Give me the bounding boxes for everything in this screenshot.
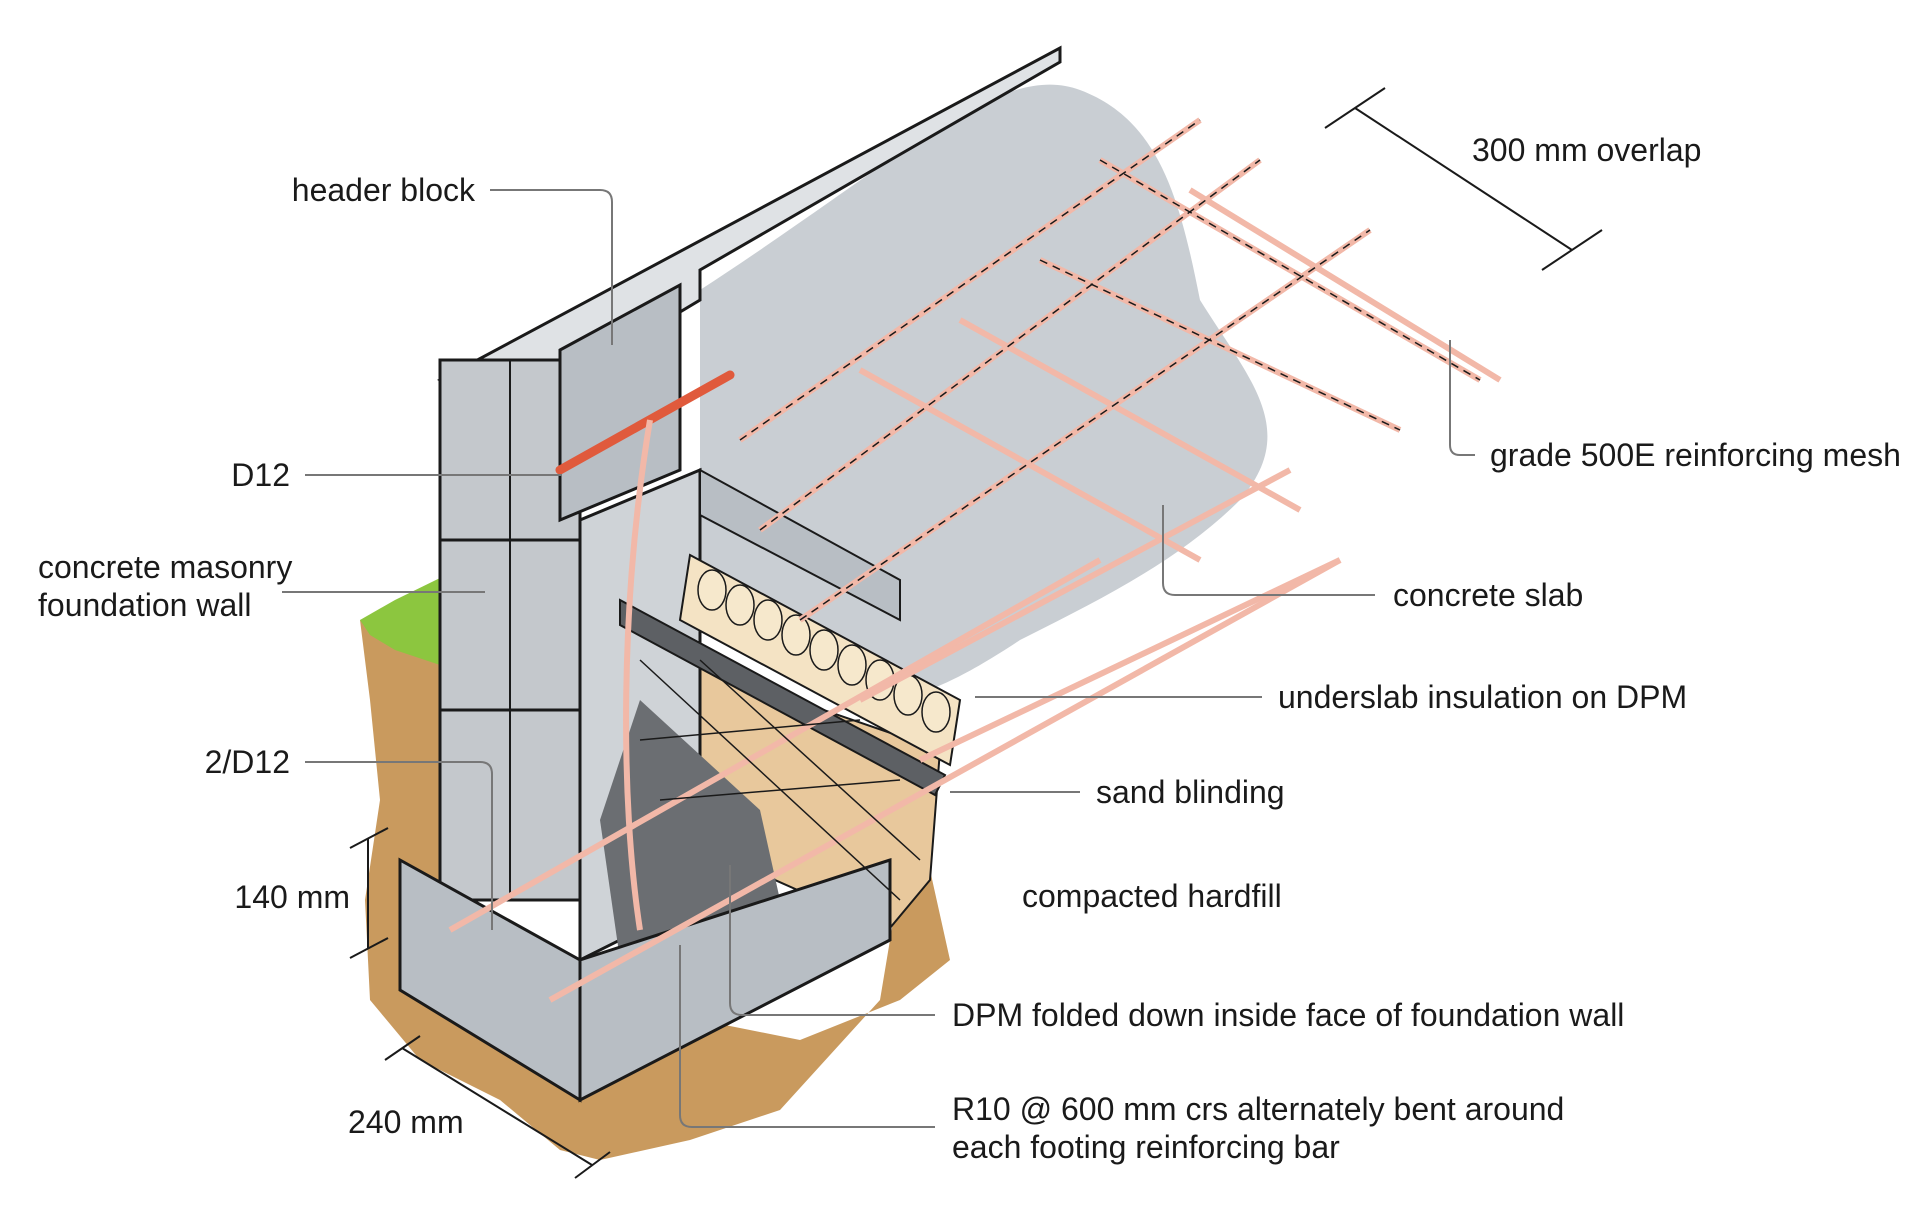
label-hardfill: compacted hardfill bbox=[1022, 878, 1282, 914]
sand-blinding-band bbox=[619, 598, 947, 797]
slab-body bbox=[700, 84, 1268, 697]
label-r10-line2: each footing reinforcing bar bbox=[952, 1129, 1340, 1165]
header-block-cavity bbox=[558, 282, 682, 523]
leader-mesh bbox=[1449, 340, 1475, 456]
label-overlap-300: 300 mm overlap bbox=[1472, 132, 1702, 168]
leader-dpm bbox=[729, 865, 935, 1016]
label-2d12: 2/D12 bbox=[204, 744, 290, 780]
mesh-outline bbox=[739, 119, 1481, 621]
label-r10-line1: R10 @ 600 mm crs alternately bent around bbox=[952, 1091, 1565, 1127]
leader-r10 bbox=[679, 945, 935, 1128]
dim-300-line bbox=[1354, 107, 1573, 251]
label-header-block: header block bbox=[291, 172, 475, 208]
leader-2d12 bbox=[305, 761, 493, 930]
hardfill-hatch bbox=[639, 659, 921, 901]
label-masonry-line2: foundation wall bbox=[38, 587, 252, 623]
d12-bar bbox=[555, 370, 735, 475]
dimension-marks bbox=[349, 87, 1603, 1179]
grass-strip bbox=[360, 578, 440, 665]
r10-ligature bbox=[623, 419, 653, 931]
label-insulation: underslab insulation on DPM bbox=[1278, 679, 1688, 715]
label-d12: D12 bbox=[231, 457, 290, 493]
label-mesh: grade 500E reinforcing mesh bbox=[1490, 437, 1901, 473]
dim-240-line bbox=[401, 1047, 593, 1166]
footing-top bbox=[578, 857, 892, 1103]
leader-header-block bbox=[490, 189, 613, 345]
insulation-beads bbox=[697, 569, 951, 733]
label-masonry-line1: concrete masonry bbox=[38, 549, 293, 585]
label-dpm-folded: DPM folded down inside face of foundatio… bbox=[952, 997, 1625, 1033]
leader-slab bbox=[1162, 505, 1375, 596]
footing-bars bbox=[448, 557, 1342, 1003]
label-dim-240: 240 mm bbox=[348, 1104, 464, 1140]
label-sand: sand blinding bbox=[1096, 774, 1285, 810]
label-slab: concrete slab bbox=[1393, 577, 1584, 613]
label-dim-140: 140 mm bbox=[234, 879, 350, 915]
leader-lines bbox=[282, 189, 1475, 1128]
